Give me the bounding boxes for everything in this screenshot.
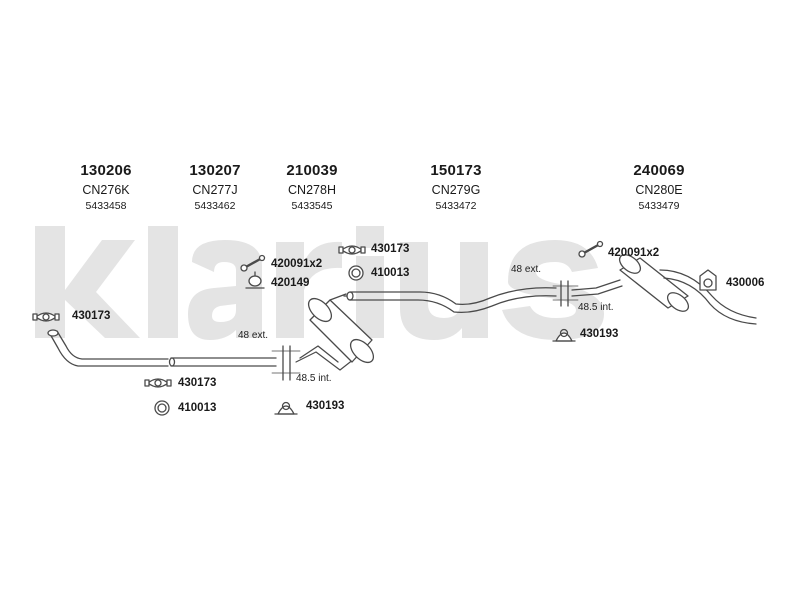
part-label-420149-mid: 420149 [271, 277, 310, 289]
part-label-410013-low: 410013 [178, 402, 217, 414]
bolt-icon-420091-right [578, 240, 604, 258]
mount-icon-430193-low [274, 401, 298, 415]
part-label-430173-left: 430173 [72, 310, 111, 322]
reference-number: 5433472 [435, 200, 477, 212]
reference-number: 5433479 [638, 200, 680, 212]
column-header-1: 130206 CN276K 5433458 [51, 162, 161, 212]
clamp-icon-430173-mid [338, 245, 366, 255]
reference-number: 5433458 [85, 200, 127, 212]
middle-silencer [295, 291, 375, 371]
joint-right [552, 280, 579, 307]
part-label-430193-right: 430193 [580, 328, 619, 340]
note-int-left: 48.5 int. [296, 373, 332, 384]
rubber-mount-icon-420149-mid [245, 271, 265, 289]
part-label-430006-right: 430006 [726, 277, 765, 289]
cn-number: CN278H [288, 183, 336, 197]
ring-icon-410013-mid [348, 265, 364, 281]
part-label-420091-right: 420091x2 [608, 247, 660, 259]
clamp-icon-430173-low [144, 378, 172, 388]
column-header-4: 150173 CN279G 5433472 [401, 162, 511, 212]
part-label-430173-mid: 430173 [371, 243, 410, 255]
part-code: 240069 [633, 162, 685, 179]
cn-number: CN277J [192, 183, 238, 197]
part-code: 210039 [286, 162, 338, 179]
part-label-410013-mid: 410013 [371, 267, 410, 279]
cn-number: CN276K [82, 183, 130, 197]
joint-left [271, 345, 301, 381]
reference-number: 5433545 [291, 200, 333, 212]
part-label-420091-mid: 420091x2 [271, 258, 323, 270]
rear-silencer [571, 254, 757, 325]
part-code: 130206 [80, 162, 132, 179]
cn-number: CN280E [635, 183, 683, 197]
clamp-icon-430173-left [32, 312, 60, 322]
cn-number: CN279G [431, 183, 481, 197]
part-label-430173-low: 430173 [178, 377, 217, 389]
front-pipe [47, 329, 169, 367]
intermediate-pipe [349, 287, 557, 314]
mount-icon-430193-right [552, 328, 576, 342]
part-code: 150173 [430, 162, 482, 179]
centre-pipe [168, 357, 277, 367]
column-header-2: 130207 CN277J 5433462 [160, 162, 270, 212]
ring-icon-410013-low [154, 400, 170, 416]
part-code: 130207 [189, 162, 241, 179]
reference-number: 5433462 [194, 200, 236, 212]
note-int-right: 48.5 int. [578, 302, 614, 313]
bracket-icon-430006-right [699, 269, 717, 291]
part-label-430193-low: 430193 [306, 400, 345, 412]
note-ext-right: 48 ext. [511, 264, 542, 275]
column-header-5: 240069 CN280E 5433479 [604, 162, 714, 212]
column-header-3: 210039 CN278H 5433545 [257, 162, 367, 212]
note-ext-left: 48 ext. [238, 330, 269, 341]
bolt-icon-420091-mid [240, 254, 266, 272]
